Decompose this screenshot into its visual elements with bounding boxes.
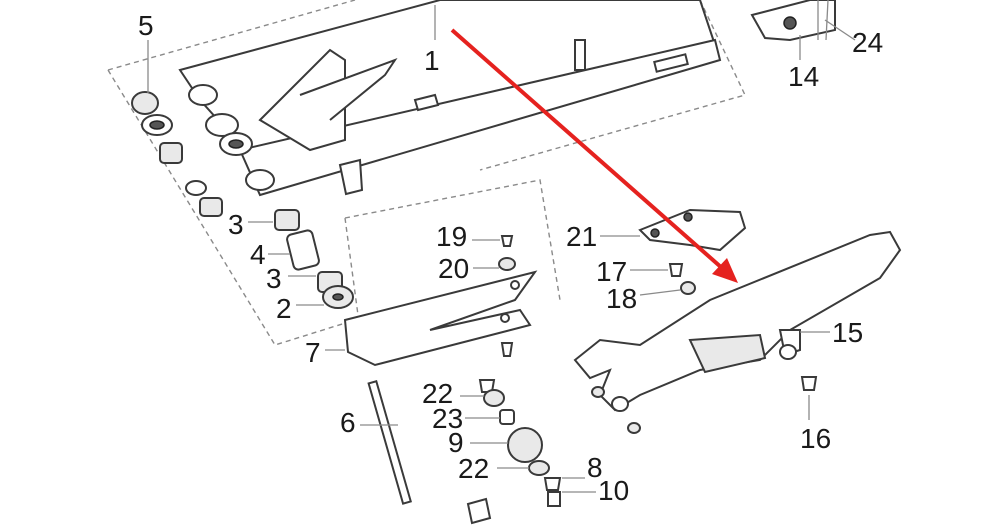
callout-10: 10 (598, 475, 629, 506)
callout-5: 5 (138, 10, 154, 41)
callout-9: 9 (448, 427, 464, 458)
chain-adjuster-14 (750, 0, 836, 42)
bolt-19 (500, 235, 514, 247)
bearing-22-lower (528, 460, 550, 476)
nut-case-left-a (591, 386, 605, 398)
washer-20 (498, 257, 516, 271)
callout-22-lower: 22 (458, 453, 489, 484)
callout-16: 16 (800, 423, 831, 454)
callout-7: 7 (305, 337, 321, 368)
bolt-17 (668, 263, 684, 277)
needle-bearing-upper (159, 142, 183, 164)
washer-2-inner (332, 293, 344, 301)
bearing-22-upper (483, 389, 505, 407)
callout-6: 6 (340, 407, 356, 438)
callout-21: 21 (566, 221, 597, 252)
callout-15: 15 (832, 317, 863, 348)
pivot-bearing-stack-left (131, 91, 253, 217)
swingarm-group-outline (107, 0, 746, 346)
callout-23: 23 (432, 403, 463, 434)
bolt-16 (800, 376, 818, 391)
needle-bearing-mid (199, 197, 223, 217)
washer-right-a (205, 113, 239, 137)
callout-17: 17 (596, 256, 627, 287)
callout-4: 4 (250, 239, 266, 270)
case-hardware (591, 376, 818, 434)
leader-lines (147, 5, 856, 493)
pivot-cap (131, 91, 159, 115)
callout-18: 18 (606, 283, 637, 314)
swingarm (178, 0, 722, 197)
spacer-ring-upper (185, 180, 207, 196)
bolt-10 (547, 491, 561, 507)
callout-labels: 1 2 3 3 4 5 6 7 8 9 10 14 15 16 17 18 19… (138, 10, 883, 506)
roller-9 (507, 427, 543, 463)
pivot-seal-upper-inner (149, 120, 165, 130)
callout-1: 1 (424, 45, 440, 76)
collar-23 (499, 409, 515, 425)
callout-19: 19 (436, 221, 467, 252)
callout-8: 8 (587, 452, 603, 483)
chain-guide (343, 270, 538, 367)
nut-case-left-b (627, 422, 641, 434)
chain-guide-group-outline (344, 179, 561, 331)
callout-24: 24 (852, 27, 883, 58)
collar-4 (286, 229, 320, 271)
pivot-bearing-stack-center (274, 209, 354, 309)
callout-3-upper: 3 (228, 209, 244, 240)
bearing-3-upper (274, 209, 300, 231)
highlight-arrow (450, 28, 738, 283)
callout-3-lower: 3 (266, 263, 282, 294)
nut-18 (680, 281, 696, 295)
bolt-8 (543, 477, 562, 491)
chain-case-15 (573, 230, 902, 412)
axle-bolt-6 (367, 379, 492, 525)
washer-right-b-inner (228, 139, 244, 149)
bolt-guide-lower (500, 342, 514, 357)
callout-2: 2 (276, 293, 292, 324)
callout-20: 20 (438, 253, 469, 284)
callout-22-upper: 22 (422, 378, 453, 409)
callout-14: 14 (788, 61, 819, 92)
